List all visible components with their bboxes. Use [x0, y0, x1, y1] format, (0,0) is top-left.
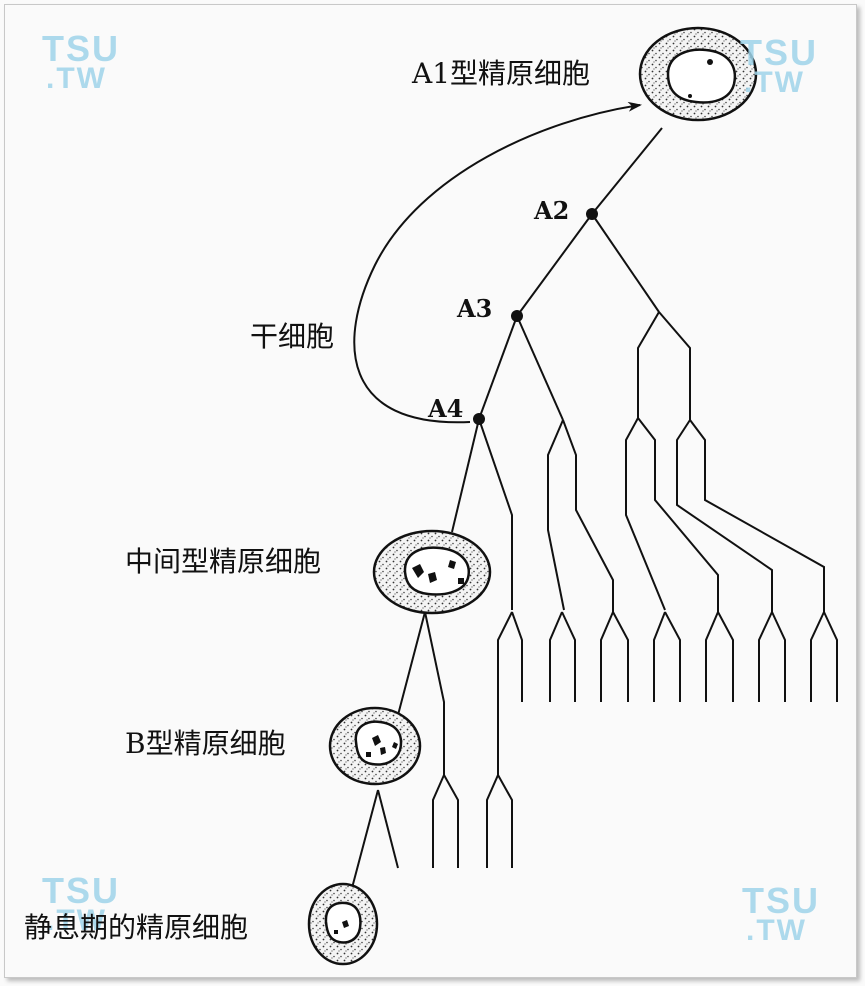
fork-5	[706, 612, 733, 702]
branch-right-level2b	[677, 420, 824, 612]
label-a4: A4	[428, 394, 463, 423]
stem-cell-arrow	[354, 105, 640, 422]
fork-2	[550, 612, 575, 702]
fork-lower-b	[487, 702, 512, 868]
cell-intermediate	[374, 531, 490, 613]
fork-6	[759, 612, 785, 702]
label-type-b-spermatogonium: B型精原细胞	[125, 722, 286, 762]
label-a2: A2	[534, 196, 569, 225]
branch-intermediate-b	[398, 612, 425, 715]
fork-lower-a	[433, 775, 458, 868]
branch-a2-right	[592, 214, 659, 312]
node-a2	[586, 208, 598, 220]
label-a3: A3	[457, 294, 492, 323]
label-resting-spermatogonium: 静息期的精原细胞	[24, 906, 248, 946]
label-stem-cell: 干细胞	[250, 315, 334, 355]
branch-right-level1	[638, 312, 690, 420]
watermark-line1: TSU	[42, 876, 120, 906]
fork-7	[811, 612, 837, 702]
node-a4	[473, 413, 485, 425]
branch-a3-right	[517, 316, 563, 420]
lineage-tree	[352, 105, 837, 888]
fork-4	[654, 612, 680, 702]
watermark-line1: TSU	[740, 38, 818, 68]
branch-a3-a4	[479, 316, 517, 419]
label-intermediate-spermatogonium: 中间型精原细胞	[125, 540, 321, 580]
cell-resting	[309, 884, 377, 964]
watermark-line1: TSU	[742, 886, 820, 916]
branch-a4-intermediate	[452, 419, 479, 532]
branch-intermediate-right	[425, 612, 444, 775]
fork-1	[498, 612, 522, 702]
watermark-line1: TSU	[42, 34, 120, 64]
branch-a3-subtree	[548, 420, 613, 612]
cell-a1	[640, 28, 756, 120]
watermark-top-left: TSU .TW	[42, 34, 120, 94]
watermark-top-right: TSU .TW	[740, 38, 818, 98]
watermark-bottom-right: TSU .TW	[742, 886, 820, 946]
node-a3	[511, 310, 523, 322]
branch-b-right	[378, 790, 398, 868]
label-a1-spermatogonium: A1型精原细胞	[412, 52, 590, 92]
cell-type-b	[330, 708, 420, 784]
fork-3	[601, 612, 628, 702]
branch-b-resting	[352, 790, 378, 888]
branch-a1-a2	[592, 128, 662, 214]
branch-a2-a3	[517, 214, 592, 316]
